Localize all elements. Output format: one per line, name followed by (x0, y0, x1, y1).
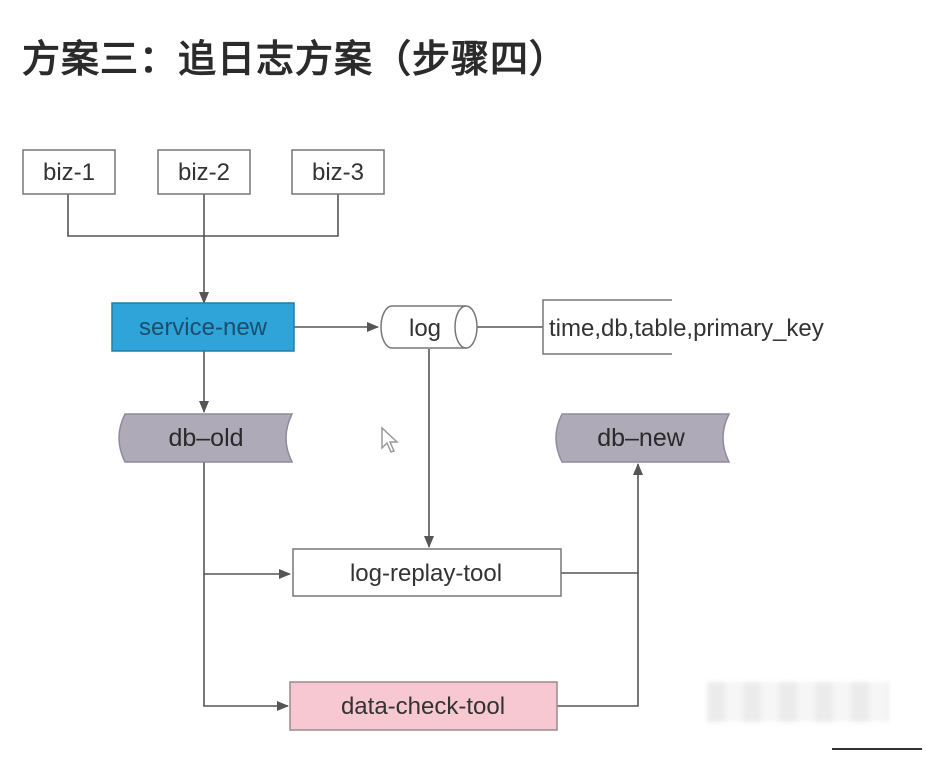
biz-1-label: biz-1 (43, 159, 95, 186)
biz-2-label: biz-2 (178, 159, 230, 186)
page-title: 方案三：追日志方案（步骤四） (22, 37, 569, 81)
db-new-label: db–new (597, 424, 686, 452)
connector-biz1 (67, 194, 339, 237)
biz-2-box: biz-2 (157, 149, 251, 195)
data-check-tool-label: data-check-tool (341, 693, 505, 720)
connector-check-to-dbnew (557, 463, 643, 707)
db-old-label: db–old (168, 424, 243, 452)
log-replay-tool-box: log-replay-tool (292, 548, 562, 597)
service-new-label: service-new (139, 314, 268, 341)
biz-3-box: biz-3 (291, 149, 385, 195)
service-new-box: service-new (111, 302, 295, 352)
biz-1-box: biz-1 (22, 149, 116, 195)
log-replay-tool-label: log-replay-tool (350, 560, 502, 587)
db-new-shape: db–new (555, 413, 731, 463)
log-fields-box: time,db,table,primary_key (542, 299, 824, 355)
corner-divider (832, 748, 922, 750)
mouse-cursor-icon (381, 426, 399, 453)
data-check-tool-box: data-check-tool (289, 681, 558, 731)
connector-dbold-to-replay (203, 462, 291, 579)
db-old-shape: db–old (118, 413, 294, 463)
biz-3-label: biz-3 (312, 159, 364, 186)
log-cylinder: log (380, 305, 478, 349)
log-label: log (409, 315, 441, 342)
blurred-watermark (707, 682, 889, 722)
log-fields-label: time,db,table,primary_key (549, 315, 824, 342)
connector-lines (67, 194, 643, 711)
connector-dbold-to-check (203, 574, 289, 711)
